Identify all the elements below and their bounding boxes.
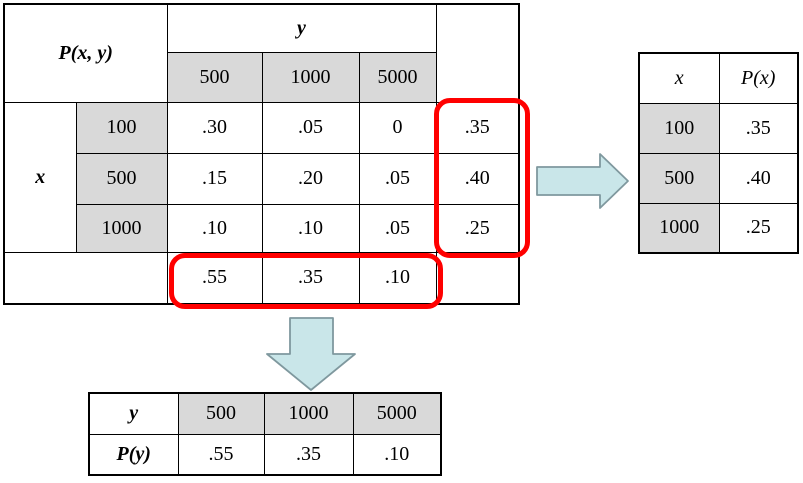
py-prob-value: .55 <box>177 433 265 476</box>
joint-cell: 0 <box>358 101 437 154</box>
marginal-y-cell: .10 <box>358 251 437 305</box>
marginal-y-cell: .55 <box>166 251 263 305</box>
marginal-y-cell: .35 <box>261 251 360 305</box>
px-row-value: .35 <box>718 102 799 154</box>
px-row-label: 1000 <box>638 202 720 254</box>
joint-cell: .05 <box>358 203 437 253</box>
joint-cell: .20 <box>261 152 360 205</box>
joint-cell: .15 <box>166 152 263 205</box>
col-variable-label: y <box>166 3 437 53</box>
py-marginal-table: y 500 1000 5000 P(y) .55 .35 .10 <box>88 392 442 476</box>
px-row-value: .40 <box>718 152 799 204</box>
py-col-header: 500 <box>177 392 265 435</box>
row-header-1000: 1000 <box>75 203 168 253</box>
px-header-px: P(x) <box>718 52 799 104</box>
joint-cell: .10 <box>261 203 360 253</box>
joint-probability-table: P(x, y) y 500 1000 5000 x 100 .30 .05 0 … <box>3 3 520 305</box>
marginal-x-cell: .25 <box>435 203 520 253</box>
py-header-py: P(y) <box>88 433 179 476</box>
col-header-5000: 5000 <box>358 51 437 103</box>
marginal-x-cell: .40 <box>435 152 520 205</box>
py-prob-value: .35 <box>263 433 354 476</box>
bottom-empty-cell <box>3 251 168 305</box>
px-marginal-table: x P(x) 100 .35 500 .40 1000 .25 <box>638 52 799 254</box>
row-variable-label: x <box>3 101 77 253</box>
joint-cell: .05 <box>358 152 437 205</box>
px-row-label: 100 <box>638 102 720 154</box>
down-arrow-icon <box>266 317 356 391</box>
row-header-100: 100 <box>75 101 168 154</box>
col-header-500: 500 <box>166 51 263 103</box>
joint-table-title: P(x, y) <box>3 3 168 103</box>
row-header-500: 500 <box>75 152 168 205</box>
bottom-right-empty-cell <box>435 251 520 305</box>
col-header-1000: 1000 <box>261 51 360 103</box>
py-col-header: 5000 <box>352 392 442 435</box>
joint-cell: .10 <box>166 203 263 253</box>
marginal-x-cell: .35 <box>435 101 520 154</box>
px-row-label: 500 <box>638 152 720 204</box>
py-header-y: y <box>88 392 179 435</box>
joint-cell: .05 <box>261 101 360 154</box>
py-col-header: 1000 <box>263 392 354 435</box>
py-prob-value: .10 <box>352 433 442 476</box>
joint-cell: .30 <box>166 101 263 154</box>
right-arrow-icon <box>536 153 629 209</box>
corner-empty-cell <box>435 3 520 103</box>
px-header-x: x <box>638 52 720 104</box>
px-row-value: .25 <box>718 202 799 254</box>
